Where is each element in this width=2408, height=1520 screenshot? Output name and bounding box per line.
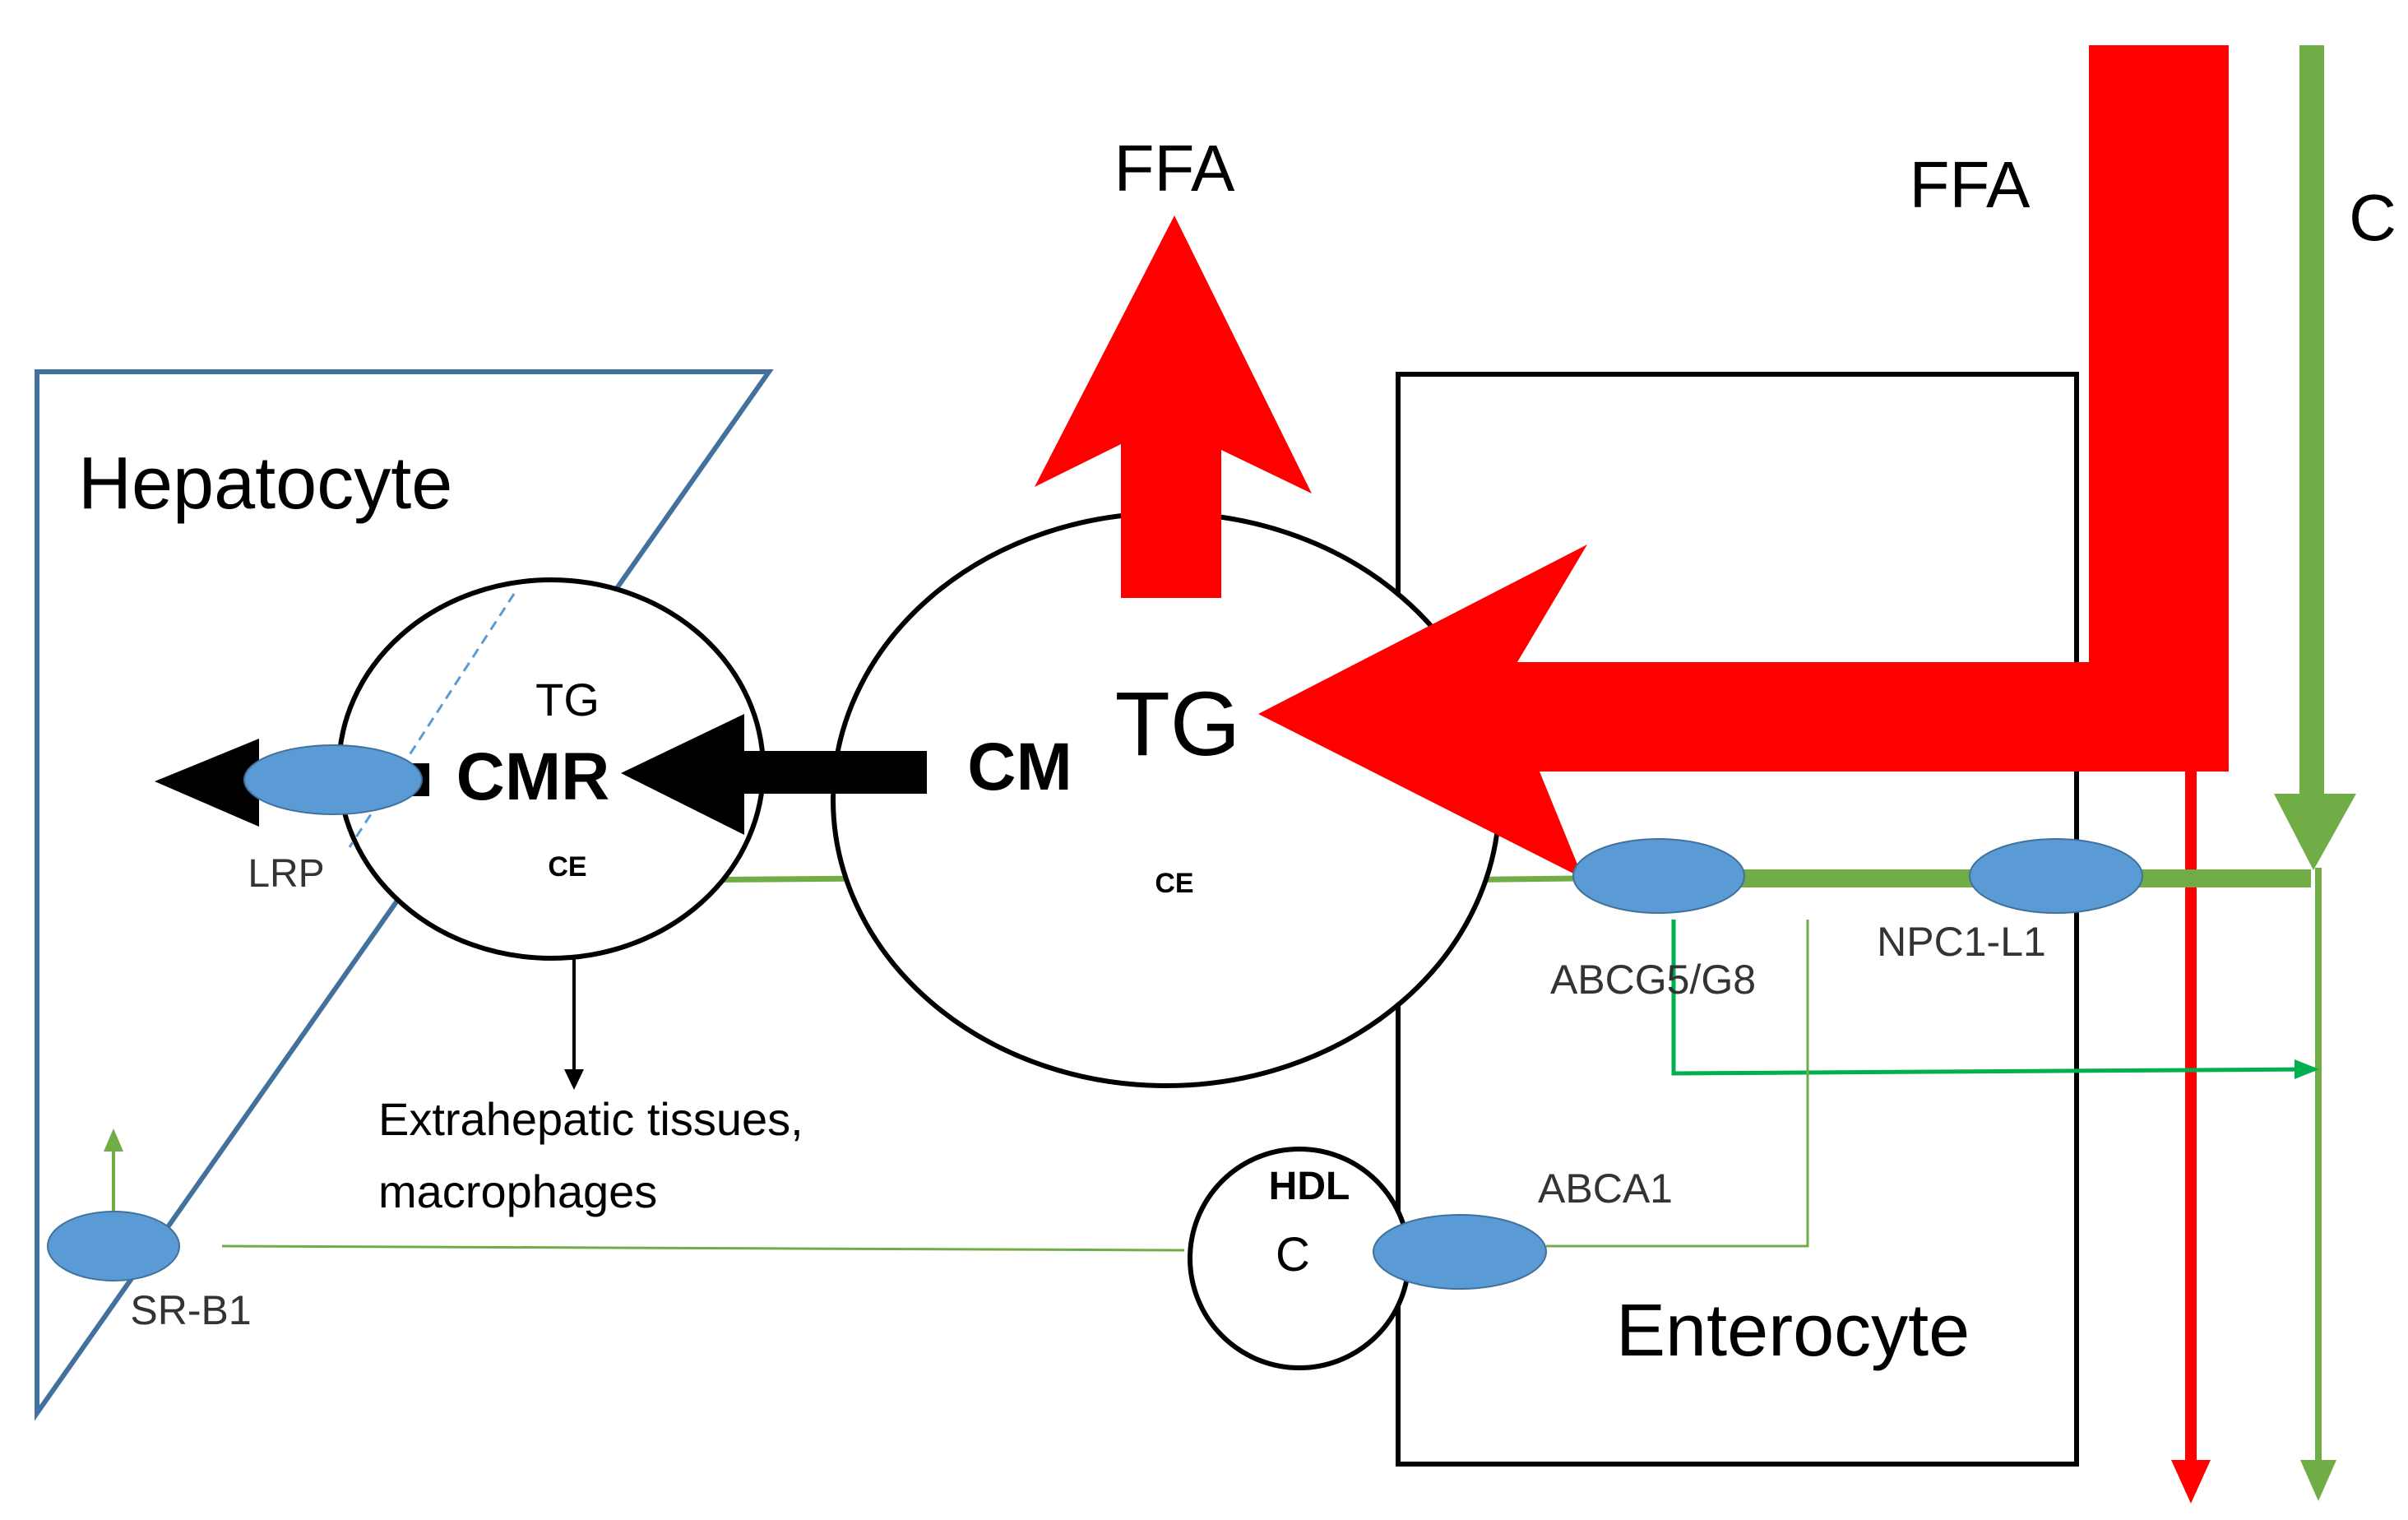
extrahepatic-label-line1: Extrahepatic tissues, [378, 1093, 803, 1145]
cholesterol-right-label: C [2349, 181, 2396, 254]
npc1-l1-label: NPC1-L1 [1877, 919, 2046, 965]
cm-to-cmr-shaft [744, 751, 927, 794]
abcg5-g8-label: ABCG5/G8 [1550, 957, 1756, 1003]
cmr-tg-label: TG [535, 674, 600, 725]
srb1-up-arrowhead [104, 1128, 123, 1152]
hdl-c-label: C [1276, 1228, 1310, 1281]
cmr-ce-label: CE [548, 851, 586, 883]
ffa-down-line [2185, 740, 2197, 1464]
abca1-label: ABCA1 [1538, 1165, 1673, 1212]
chylomicron-particle [831, 511, 1502, 1088]
hdl-to-srb1-line [221, 1244, 1185, 1252]
abca1-transporter-icon [1373, 1214, 1547, 1290]
abca1-feed-line [1546, 920, 1809, 1248]
ffa-uptake-arrow [1258, 45, 2229, 878]
extrahepatic-label-line2: macrophages [378, 1165, 657, 1217]
ffa-release-arrow [1035, 215, 1312, 598]
abcg5-g8-transporter-icon [1572, 838, 1745, 914]
hepatocyte-label: Hepatocyte [78, 443, 452, 525]
srb1-label: SR-B1 [130, 1287, 251, 1333]
cm-ce-label: CE [1155, 868, 1193, 899]
extrahepatic-arrowhead [564, 1069, 584, 1090]
efflux-line [1671, 920, 2316, 1076]
lrp-label: LRP [248, 852, 324, 896]
cm-tg-label: TG [1115, 674, 1241, 775]
cholesterol-down-line [2315, 868, 2322, 1460]
efflux-arrowhead [2295, 1059, 2319, 1079]
lrp-transporter-icon [243, 744, 423, 815]
npc1-l1-transporter-icon [1969, 838, 2143, 914]
hdl-label: HDL [1269, 1165, 1350, 1208]
enterocyte-label: Enterocyte [1616, 1290, 1970, 1372]
ffa-right-label: FFA [1910, 148, 2031, 221]
ffa-top-label: FFA [1114, 132, 1235, 205]
lrp-uptake-arrowhead [155, 739, 259, 827]
cholesterol-inflow-arrowhead [2274, 794, 2356, 870]
srb1-transporter-icon [47, 1211, 180, 1281]
ffa-down-arrowhead [2171, 1460, 2211, 1504]
cm-to-cmr-arrowhead [621, 714, 744, 835]
cmr-label: CMR [456, 739, 610, 814]
cholesterol-down-arrowhead [2300, 1460, 2336, 1501]
cholesterol-inflow-shaft [2299, 45, 2324, 798]
cm-label: CM [967, 730, 1072, 804]
